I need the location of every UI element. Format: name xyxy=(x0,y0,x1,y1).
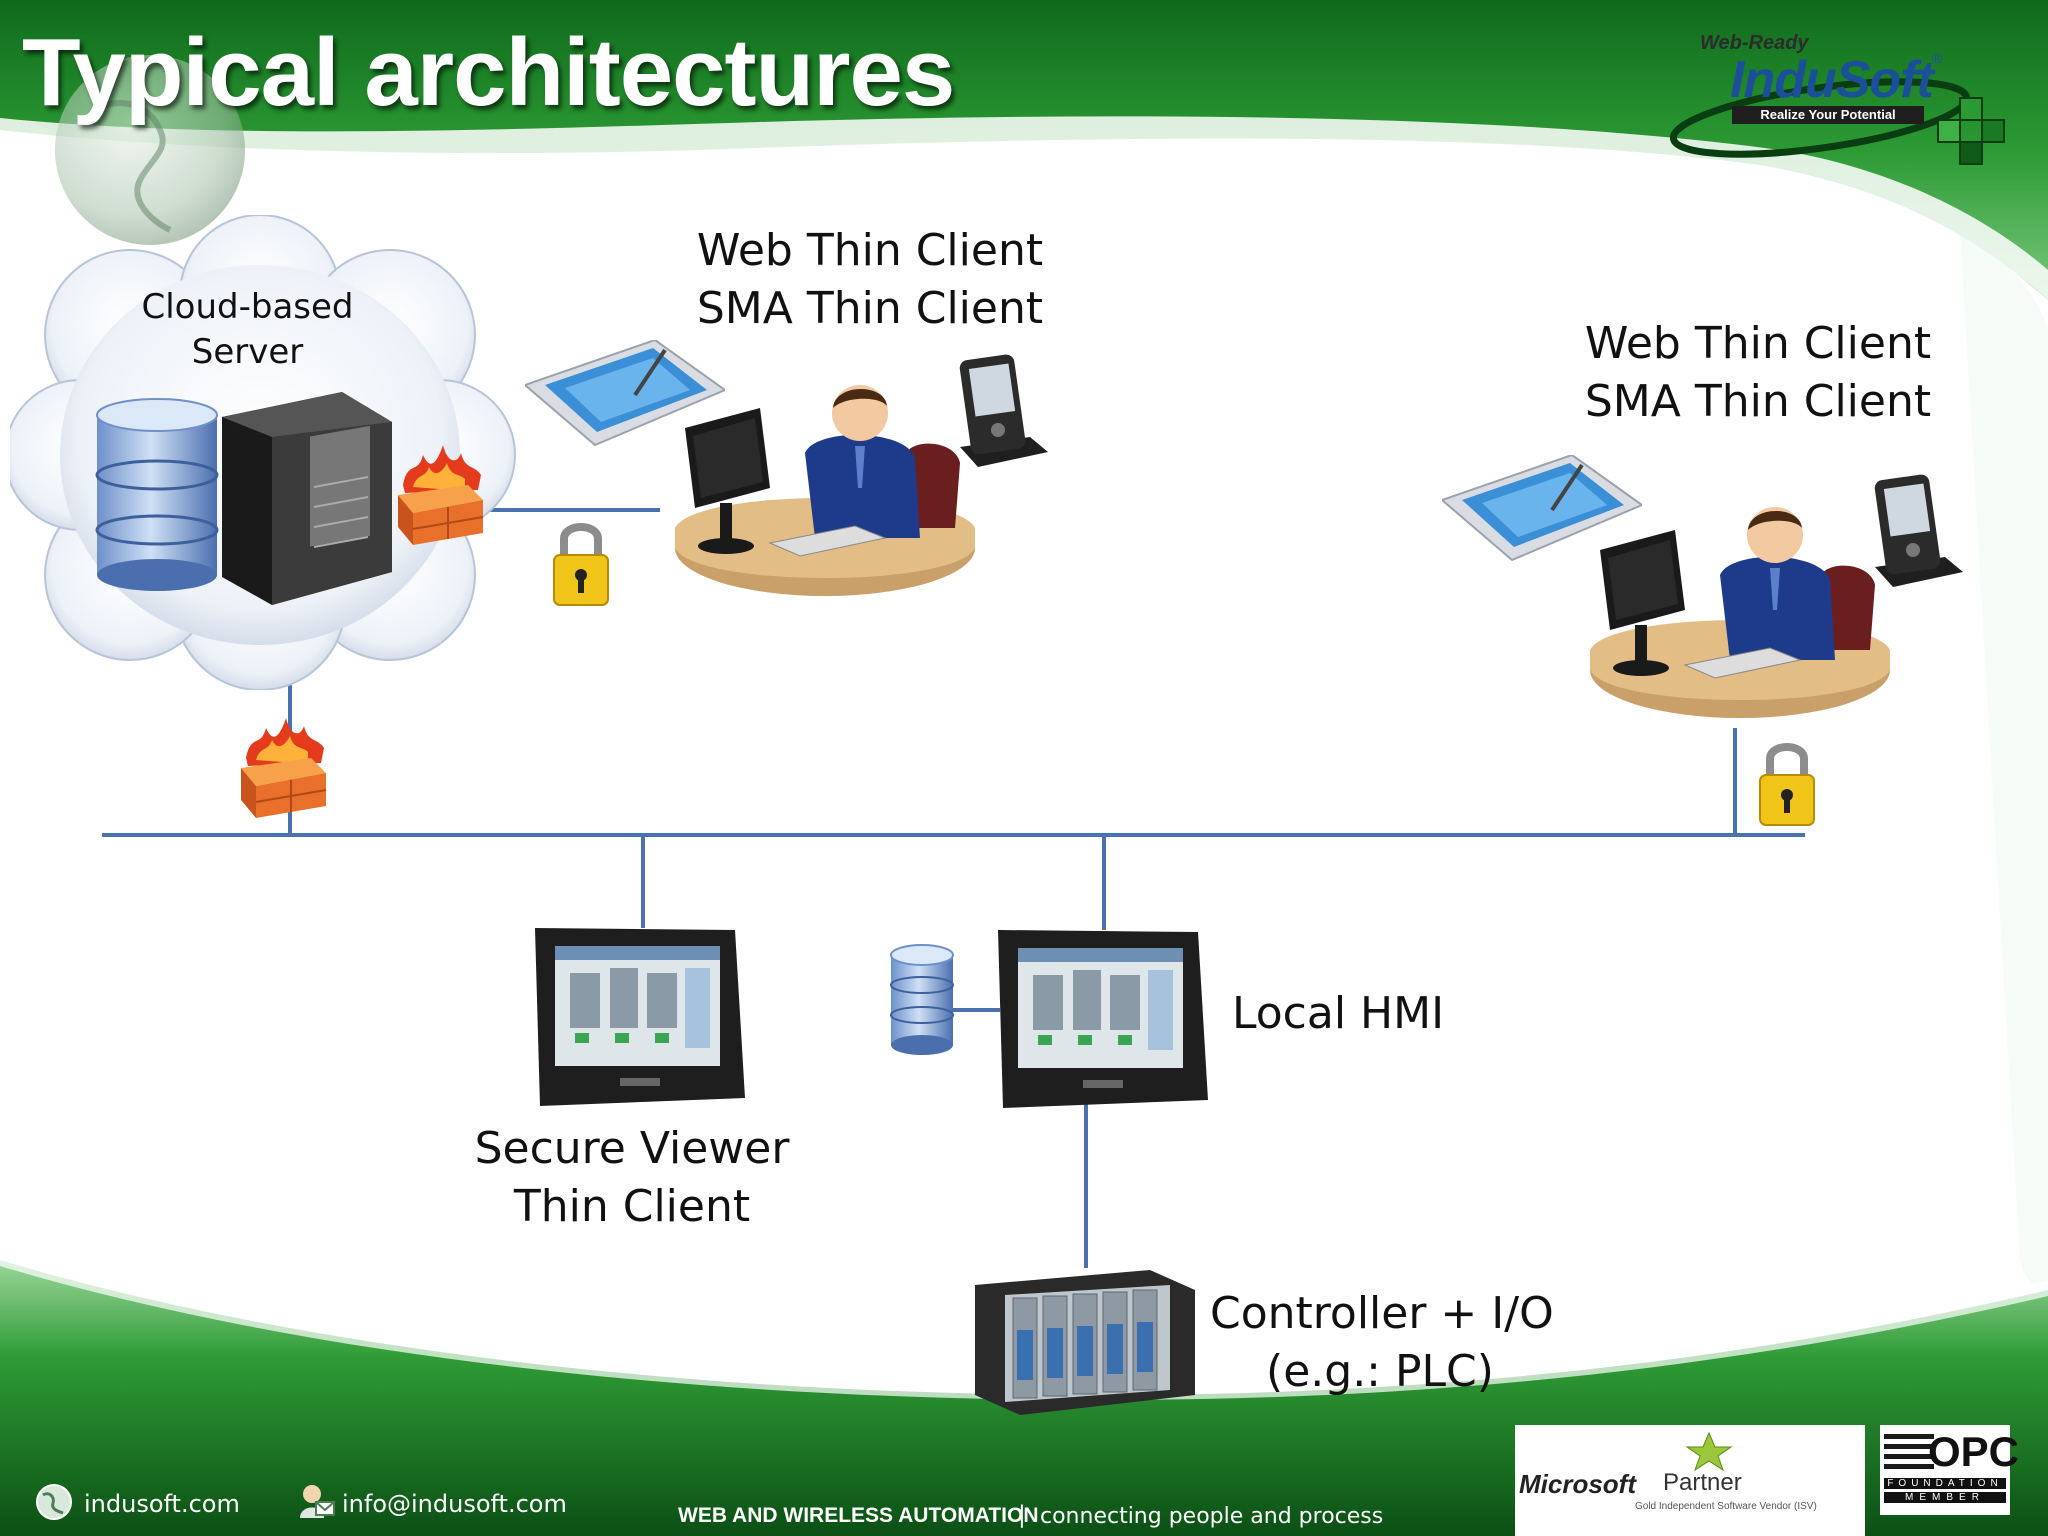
logo-slogan: Realize Your Potential xyxy=(1732,106,1924,124)
server-tower-icon xyxy=(222,392,392,605)
viewer-label: Secure Viewer Thin Client xyxy=(462,1120,802,1236)
pda-icon xyxy=(1874,474,1963,587)
padlock-icon xyxy=(1759,743,1815,826)
desk-user-icon xyxy=(675,385,975,596)
partner-star-icon xyxy=(1685,1431,1733,1471)
ms-partner-sub: Gold Independent Software Vendor (ISV) xyxy=(1635,1501,1817,1512)
firewall-icon xyxy=(398,445,484,545)
controller-line1: Controller + I/O xyxy=(1210,1288,1554,1339)
viewer-line2: Thin Client xyxy=(513,1181,751,1233)
pda-icon xyxy=(959,354,1048,467)
controller-label: Controller + I/O (e.g.: PLC) xyxy=(1210,1285,1554,1401)
globe-icon xyxy=(36,1484,72,1520)
logo-swoosh-icon xyxy=(1670,78,2005,165)
logo-registered: ® xyxy=(1932,50,1943,66)
opc-flag-icon xyxy=(1884,1434,1934,1469)
ms-brand: Microsoft xyxy=(1519,1469,1636,1499)
slide-title: Typical architectures xyxy=(22,19,955,126)
tablet-icon xyxy=(525,340,725,447)
opc-sub: FOUNDATION xyxy=(1884,1478,2006,1489)
logo-brand: InduSoft xyxy=(1730,51,1934,109)
hmi-panel-icon xyxy=(998,930,1208,1108)
footer-slogan-sub: connecting people and process xyxy=(1040,1504,1384,1529)
footer-separator: | xyxy=(1018,1502,1026,1528)
footer-slogan-main: WEB AND WIRELESS AUTOMATION xyxy=(678,1504,1039,1527)
client-top-label: Web Thin Client SMA Thin Client xyxy=(690,222,1050,338)
database-icon xyxy=(95,398,219,591)
opc-foundation-logo: OPC FOUNDATION MEMBER xyxy=(1882,1428,2019,1513)
local-hmi-label: Local HMI xyxy=(1232,988,1445,1039)
viewer-line1: Secure Viewer xyxy=(474,1123,790,1174)
plc-icon xyxy=(975,1270,1195,1415)
indusoft-logo: Web-Ready InduSoft ® Realize Your Potent… xyxy=(1670,28,2010,168)
client-right-line1: Web Thin Client xyxy=(1584,318,1932,369)
firewall-icon xyxy=(241,718,327,818)
client-top-line1: Web Thin Client xyxy=(696,225,1044,276)
email-icon xyxy=(300,1485,335,1518)
logo-tagline: Web-Ready xyxy=(1700,32,1809,54)
cloud-server-label: Cloud-based Server xyxy=(140,285,355,375)
database-icon xyxy=(890,944,954,1055)
client-right-label: Web Thin Client SMA Thin Client xyxy=(1578,315,1938,431)
ms-partner-word: Partner xyxy=(1663,1469,1742,1496)
client-right-line2: SMA Thin Client xyxy=(1584,376,1932,428)
microsoft-partner-logo: Microsoft Partner Gold Independent Softw… xyxy=(1515,1425,1865,1520)
tablet-icon xyxy=(1442,455,1642,562)
hmi-panel-icon xyxy=(535,928,745,1106)
controller-line2: (e.g.: PLC) xyxy=(1266,1346,1494,1398)
client-top-line2: SMA Thin Client xyxy=(696,283,1044,335)
desk-user-icon xyxy=(1590,507,1890,718)
footer-website[interactable]: indusoft.com xyxy=(84,1490,240,1518)
footer-email[interactable]: info@indusoft.com xyxy=(342,1490,567,1518)
opc-logo-text: OPC xyxy=(1928,1428,2020,1475)
cloud-label-line1: Cloud-based xyxy=(141,287,354,327)
padlock-icon xyxy=(553,523,609,606)
opc-member: MEMBER xyxy=(1884,1492,2006,1503)
cloud-label-line2: Server xyxy=(191,331,304,372)
